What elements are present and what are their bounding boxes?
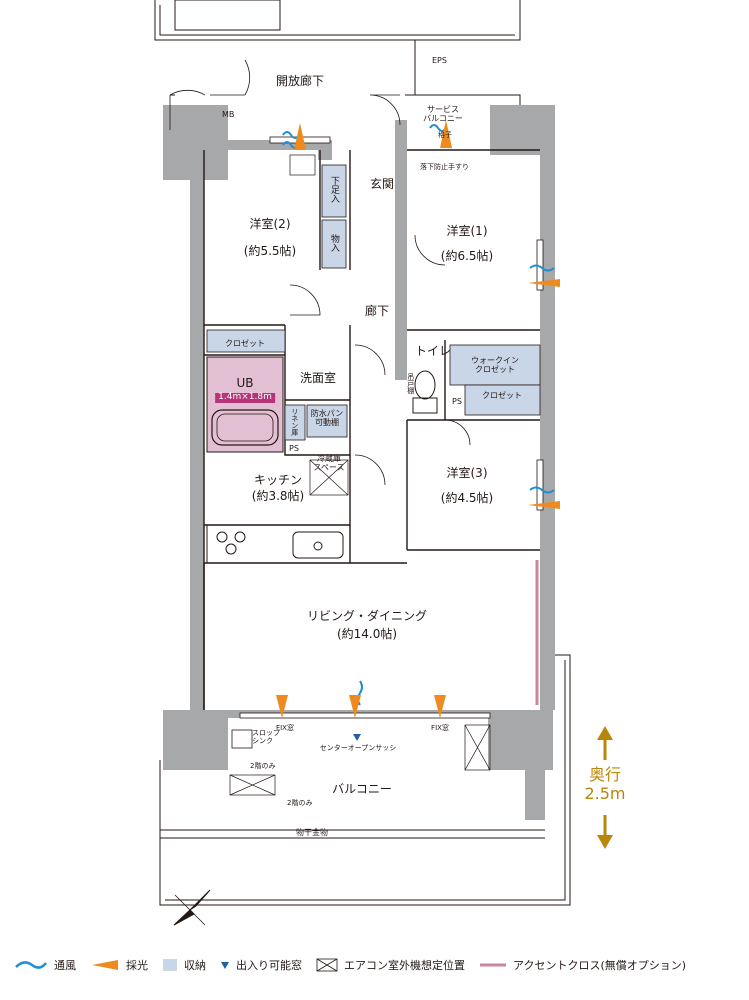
legend-ac-text: エアコン室外機想定位置 — [344, 959, 465, 972]
storage-icon — [163, 959, 177, 971]
legend-storage: 収納 — [162, 957, 206, 973]
living-name: リビング・ダイニング — [306, 609, 428, 623]
toilet-label: トイレ — [415, 344, 452, 358]
legend-accent: アクセントクロス(無償オプション) — [479, 957, 686, 973]
entrance-label: 玄関 — [370, 177, 395, 191]
western1-name: 洋室(1) — [446, 224, 488, 238]
walls — [163, 105, 555, 820]
eps-label: EPS — [432, 56, 447, 65]
daylight-icon — [92, 960, 118, 970]
open-corridor-label: 開放廊下 — [275, 74, 325, 88]
western3-name: 洋室(3) — [446, 466, 488, 480]
fall-guard-label: 落下防止手すり — [420, 163, 469, 171]
closet2-block — [464, 384, 541, 416]
hallway-label: 廊下 — [365, 304, 390, 318]
western2-name: 洋室(2) — [249, 217, 291, 231]
toilet-fixture — [412, 370, 438, 414]
fix-window-left: FIX窓 — [276, 724, 294, 732]
ventilation-icon — [15, 961, 47, 969]
waterproof-label: 防水パン可動棚 — [310, 409, 344, 427]
fridge-label: 冷蔵庫スペース — [313, 454, 345, 472]
second-floor-a: 2階のみ — [250, 762, 276, 770]
closet2-label: クロゼット — [482, 391, 522, 400]
shoe-box-label: 下足入 — [328, 176, 339, 203]
doors — [169, 59, 471, 486]
balcony-label: バルコニー — [332, 782, 392, 796]
ub-label: UB — [236, 376, 254, 390]
entry-window-marker — [353, 734, 361, 741]
legend-ventilation-text: 通風 — [54, 959, 76, 972]
legend-accent-text: アクセントクロス(無償オプション) — [513, 959, 687, 972]
center-sash-label: センターオープンサッシ — [319, 744, 397, 752]
lattice-label: 格子 — [438, 131, 452, 139]
western3-area: (約4.5帖) — [440, 491, 494, 505]
kitchen-name: キッチン — [253, 473, 303, 487]
walk-in-label: ウォークインクロゼット — [471, 356, 519, 374]
fix-window-right: FIX窓 — [431, 724, 449, 732]
legend-daylight: 採光 — [90, 957, 148, 973]
legend-storage-text: 収納 — [184, 959, 206, 972]
washroom-label: 洗面室 — [299, 371, 337, 385]
living-area: (約14.0帖) — [336, 627, 398, 641]
second-floor-b: 2階のみ — [287, 799, 313, 807]
storage-block — [321, 219, 347, 269]
ac-position-icon — [316, 958, 338, 972]
kitchen-area: (約3.8帖) — [251, 489, 305, 503]
legend: 通風 採光 収納 出入り可能窓 エアコン室外機想定位置 アクセントクロス(無償オ… — [14, 954, 736, 976]
legend-entry-window: 出入り可能窓 — [220, 957, 302, 973]
unit-bath — [206, 356, 284, 453]
laundry-label: 物干金物 — [296, 828, 328, 837]
western2-area: (約5.5帖) — [243, 244, 297, 258]
ps2-label: PS — [289, 444, 299, 453]
ub-size-badge: 1.4m×1.8m — [215, 392, 275, 403]
legend-ventilation: 通風 — [14, 957, 76, 973]
depth-arrow — [597, 726, 613, 849]
kitchen-counter — [206, 524, 351, 564]
legend-ac: エアコン室外機想定位置 — [316, 957, 465, 973]
western1-area: (約6.5帖) — [440, 249, 494, 263]
storage-blocks — [206, 164, 541, 441]
shoe-box-block — [321, 164, 347, 218]
mb-label: MB — [222, 110, 235, 119]
legend-entry-window-text: 出入り可能窓 — [236, 959, 302, 972]
outline-lines — [154, 0, 571, 906]
closet-label: クロゼット — [225, 339, 265, 348]
service-balcony-label: サービスバルコニー — [423, 105, 463, 123]
compass-icon — [173, 889, 211, 926]
storage-label: 物入 — [328, 234, 339, 252]
entry-window-icon — [221, 962, 229, 969]
walk-in-block — [449, 344, 541, 386]
closet-block — [206, 329, 286, 353]
daylight-marks — [276, 120, 560, 718]
accent-cross-icon — [480, 963, 506, 967]
slop-sink — [231, 729, 253, 749]
waterproof-block — [306, 404, 348, 438]
linen-label: リネン庫 — [290, 408, 299, 436]
hanging-shelf-label: 吊戸棚 — [406, 373, 415, 394]
linen-block — [284, 404, 306, 441]
ps-label: PS — [452, 397, 462, 406]
slop-sink-label: スロップシンク — [252, 729, 280, 745]
ac-positions — [229, 154, 491, 796]
legend-daylight-text: 採光 — [126, 959, 148, 972]
